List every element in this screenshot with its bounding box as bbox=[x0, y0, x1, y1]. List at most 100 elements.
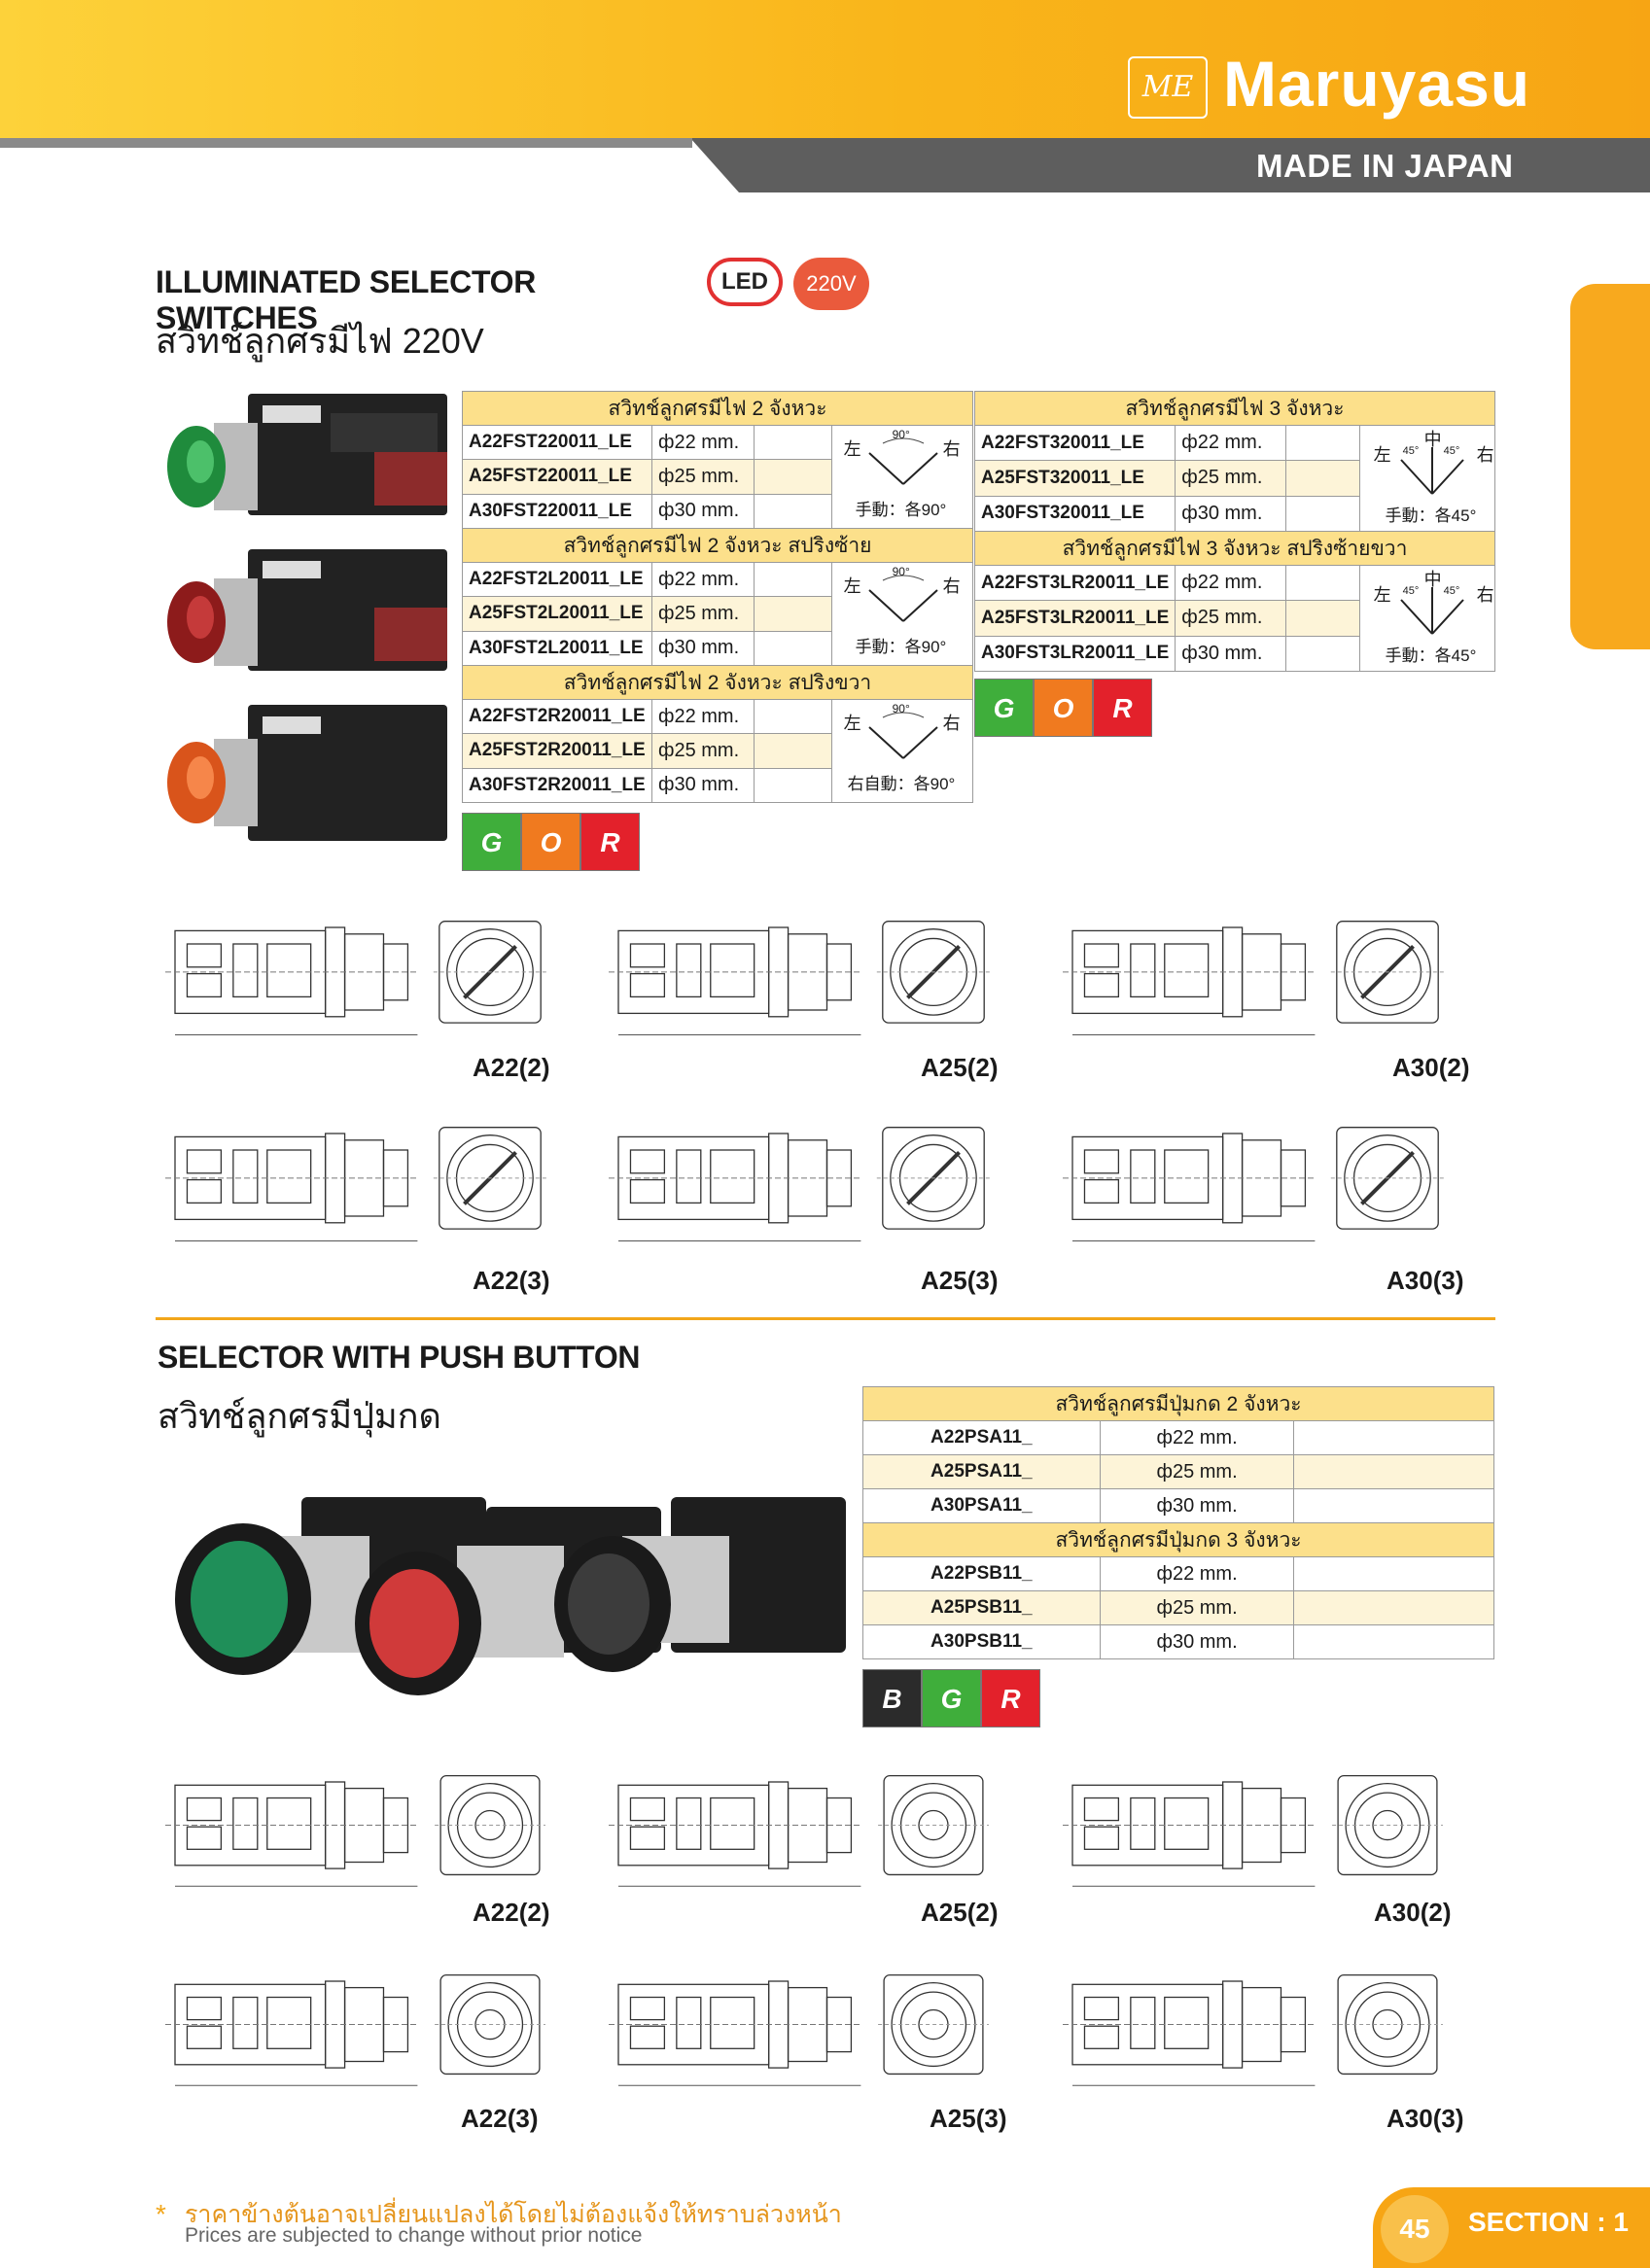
color-swatches-push: B G R bbox=[862, 1669, 1040, 1727]
model-code: A25FST3LR20011_LE bbox=[973, 600, 1176, 637]
model-code: A22FST320011_LE bbox=[973, 424, 1176, 462]
rotation-figure: 左 90° 右 手動：各90° bbox=[830, 425, 974, 529]
section-title-push-button: SELECTOR WITH PUSH BUTTON bbox=[158, 1340, 641, 1375]
color-swatches-right: G O R bbox=[974, 679, 1152, 737]
color-swatch: G bbox=[974, 679, 1034, 737]
diameter: ф25 mm. bbox=[1099, 1590, 1295, 1625]
model-code: A25FST320011_LE bbox=[973, 460, 1176, 497]
table-header: สวิทช์ลูกศรมีปุ่มกด 2 จังหวะ bbox=[862, 1386, 1494, 1421]
model-code: A25FST2L20011_LE bbox=[462, 596, 652, 632]
drawing-label: A30(2) bbox=[1374, 1898, 1452, 1927]
technical-drawing bbox=[1063, 921, 1445, 1035]
color-swatch: R bbox=[580, 813, 640, 871]
diameter: ф25 mm. bbox=[1099, 1454, 1295, 1489]
illuminated-3-position-table: สวิทช์ลูกศรมีไฟ 3 จังหวะ A22FST320011_LE… bbox=[973, 391, 1496, 673]
table-header: สวิทช์ลูกศรมีไฟ 3 จังหวะ bbox=[974, 391, 1495, 426]
section-subtitle-illuminated: สวิทช์ลูกศรมีไฟ 220V bbox=[156, 321, 484, 361]
color-swatch: R bbox=[1093, 679, 1152, 737]
model-code: A25PSB11_ bbox=[862, 1590, 1101, 1625]
model-code: A25FST2R20011_LE bbox=[462, 733, 652, 769]
model-code: A22PSA11_ bbox=[862, 1420, 1101, 1455]
footnote-star: * bbox=[156, 2199, 166, 2229]
footnote-english: Prices are subjected to change without p… bbox=[185, 2224, 643, 2247]
diameter: ф30 mm. bbox=[650, 767, 755, 804]
illuminated-2-position-table: สวิทช์ลูกศรมีไฟ 2 จังหวะ A22FST220011_LE… bbox=[462, 391, 974, 804]
drawing-label: A22(2) bbox=[473, 1053, 550, 1082]
technical-drawing bbox=[609, 921, 991, 1035]
model-code: A30FST220011_LE bbox=[462, 493, 652, 530]
drawing-label: A25(2) bbox=[921, 1898, 999, 1927]
made-in-japan: MADE IN JAPAN bbox=[1256, 148, 1514, 184]
diameter: ф25 mm. bbox=[650, 459, 755, 495]
diameter: ф30 mm. bbox=[1175, 635, 1287, 673]
color-swatch: B bbox=[862, 1669, 922, 1727]
color-swatch: O bbox=[521, 813, 580, 871]
table-header: สวิทช์ลูกศรมีปุ่มกด 3 จังหวะ bbox=[862, 1522, 1494, 1557]
section-subtitle-push-button: สวิทช์ลูกศรมีปุ่มกด bbox=[158, 1396, 441, 1436]
diameter: ф30 mm. bbox=[650, 630, 755, 667]
model-code: A30FST2L20011_LE bbox=[462, 630, 652, 667]
model-code: A22FST2L20011_LE bbox=[462, 561, 652, 598]
side-tab bbox=[1570, 284, 1650, 649]
diameter: ф22 mm. bbox=[1175, 424, 1287, 462]
color-swatch: O bbox=[1034, 679, 1093, 737]
drawing-label: A25(3) bbox=[930, 2104, 1007, 2133]
diameter: ф25 mm. bbox=[650, 733, 755, 769]
orange-switch-image bbox=[167, 705, 447, 841]
model-code: A25PSA11_ bbox=[862, 1454, 1101, 1489]
diameter: ф25 mm. bbox=[1175, 460, 1287, 497]
black-push-button-image bbox=[554, 1497, 846, 1672]
push-button-table: สวิทช์ลูกศรมีปุ่มกด 2 จังหวะ A22PSA11_ф2… bbox=[862, 1386, 1494, 1659]
led-badge: LED bbox=[707, 258, 783, 306]
diameter: ф30 mm. bbox=[650, 493, 755, 530]
page-number: 45 bbox=[1381, 2195, 1449, 2263]
model-code: A22FST220011_LE bbox=[462, 424, 652, 461]
technical-drawing bbox=[165, 1774, 545, 1887]
drawing-label: A25(3) bbox=[921, 1266, 999, 1295]
technical-drawing bbox=[1063, 1973, 1443, 2086]
technical-drawing bbox=[1063, 1127, 1445, 1241]
footnote-thai: ราคาข้างต้นอาจเปลี่ยนแปลงได้โดยไม่ต้องแจ… bbox=[185, 2201, 842, 2228]
drawing-label: A25(2) bbox=[921, 1053, 999, 1082]
rotation-figure: 左 90° 右 右自動：各90° bbox=[830, 699, 974, 803]
diameter: ф22 mm. bbox=[1175, 564, 1287, 602]
diameter: ф30 mm. bbox=[1099, 1488, 1295, 1523]
model-code: A22FST3LR20011_LE bbox=[973, 564, 1176, 602]
rotation-figure: 左 中 右 45° 45° 手動：各45° bbox=[1358, 425, 1496, 532]
technical-drawing bbox=[609, 1973, 989, 2086]
drawing-label: A30(2) bbox=[1392, 1053, 1470, 1082]
drawing-label: A22(2) bbox=[473, 1898, 550, 1927]
brand-mark-logo: ME bbox=[1128, 56, 1208, 119]
model-code: A30FST3LR20011_LE bbox=[973, 635, 1176, 673]
section-title-illuminated: ILLUMINATED SELECTOR SWITCHES bbox=[156, 264, 537, 335]
color-swatch: G bbox=[922, 1669, 981, 1727]
diameter: ф22 mm. bbox=[650, 561, 755, 598]
header-bar bbox=[0, 0, 1650, 138]
model-code: A30PSB11_ bbox=[862, 1624, 1101, 1659]
technical-drawing bbox=[609, 1127, 991, 1241]
illuminated-switch-photos bbox=[167, 394, 447, 841]
technical-drawing bbox=[609, 1774, 989, 1887]
drawing-label: A22(3) bbox=[461, 2104, 539, 2133]
diameter: ф22 mm. bbox=[650, 424, 755, 461]
model-code: A22PSB11_ bbox=[862, 1556, 1101, 1591]
voltage-badge: 220V bbox=[793, 258, 869, 310]
green-switch-image bbox=[167, 394, 447, 515]
rotation-figure: 左 90° 右 手動：各90° bbox=[830, 562, 974, 666]
brand-logo: Maruyasu bbox=[1223, 48, 1531, 120]
diameter: ф25 mm. bbox=[650, 596, 755, 632]
diameter: ф30 mm. bbox=[1099, 1624, 1295, 1659]
table-header: สวิทช์ลูกศรมีไฟ 3 จังหวะ สปริงซ้ายขวา bbox=[974, 531, 1495, 566]
model-code: A22FST2R20011_LE bbox=[462, 698, 652, 735]
technical-drawing bbox=[165, 921, 547, 1035]
diameter: ф22 mm. bbox=[1099, 1556, 1295, 1591]
header-grey-strip bbox=[0, 138, 692, 148]
red-switch-image bbox=[167, 549, 447, 671]
diameter: ф25 mm. bbox=[1175, 600, 1287, 637]
technical-drawing bbox=[165, 1127, 547, 1241]
model-code: A30FST320011_LE bbox=[973, 495, 1176, 533]
table-header: สวิทช์ลูกศรมีไฟ 2 จังหวะ สปริงซ้าย bbox=[462, 528, 973, 563]
diameter: ф22 mm. bbox=[1099, 1420, 1295, 1455]
drawing-label: A22(3) bbox=[473, 1266, 550, 1295]
drawing-label: A30(3) bbox=[1387, 1266, 1464, 1295]
